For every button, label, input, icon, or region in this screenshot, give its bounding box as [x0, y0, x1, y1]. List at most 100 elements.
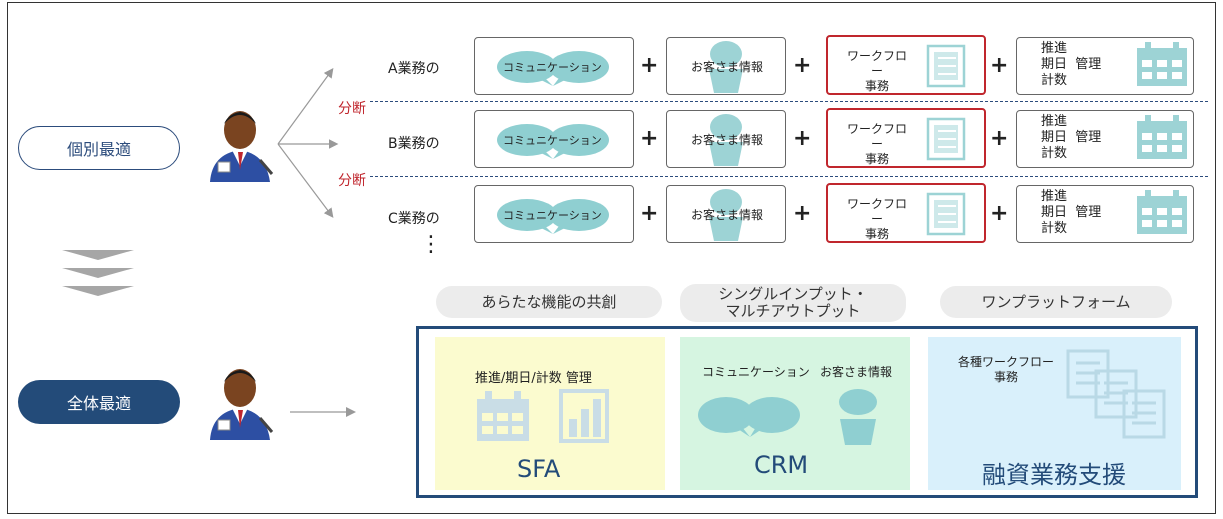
speech-bubble-icon [698, 397, 800, 437]
person-silhouette-icon [839, 389, 877, 445]
workflow-box: ワークフロー 事務 [826, 35, 986, 95]
progress-manage-text: 管理 [1075, 205, 1102, 220]
plus-sign: + [640, 53, 659, 78]
progress-label: 推進 期日 管理 計数 [1041, 114, 1101, 162]
document-stack-icon [1066, 349, 1166, 439]
individual-optimization-label: 個別最適 [66, 140, 131, 159]
communication-label: コミュニケーション [503, 61, 602, 74]
workflow-box: ワークフロー 事務 [826, 183, 986, 243]
businessman-icon [210, 369, 274, 440]
plus-sign: + [640, 201, 659, 226]
split-label: 分断 [338, 101, 366, 117]
workflow-label: ワークフロー 事務 [842, 122, 912, 167]
person-silhouette-icon [709, 189, 743, 241]
workflow-box: ワークフロー 事務 [826, 108, 986, 168]
progress-line2: 期日 管理 [1041, 57, 1101, 73]
progress-box: 推進 期日 管理 計数 [1016, 110, 1194, 168]
progress-label: 推進 期日 管理 計数 [1041, 41, 1101, 89]
progress-line3: 計数 [1041, 221, 1068, 236]
sfa-subtitle: 推進/期日/計数 管理 [475, 371, 592, 386]
row-label-b: B業務の [388, 136, 440, 152]
split-line [370, 176, 1208, 177]
customer-info-label: お客さま情報 [691, 208, 764, 222]
chevron-down-icon [62, 286, 134, 296]
communication-label: コミュニケーション [503, 134, 602, 147]
speech-bubble-icon [497, 124, 609, 159]
customer-info-label: お客さま情報 [691, 133, 764, 147]
plus-sign: + [990, 53, 1009, 78]
customer-info-label: お客さま情報 [691, 60, 764, 74]
overall-optimization-pill: 全体最適 [18, 380, 180, 424]
workflow-line1: ワークフロー [846, 197, 907, 226]
crm-title: CRM [754, 451, 809, 479]
crm-subtitle-customer: お客さま情報 [820, 365, 893, 379]
customer-info-box: お客さま情報 [666, 37, 786, 95]
split-line [370, 101, 1208, 102]
caption-single-input: シングルインプット・ マルチアウトプット [680, 284, 906, 322]
caption-single-input-line2: マルチアウトプット [725, 302, 861, 320]
ellipsis: ⋮ [420, 232, 442, 257]
customer-info-box: お客さま情報 [666, 185, 786, 243]
diagram-frame [7, 2, 1216, 514]
loan-subtitle: 各種ワークフロー 事務 [958, 355, 1054, 385]
row-label-a: A業務の [388, 61, 440, 77]
overall-optimization-label: 全体最適 [66, 394, 131, 413]
workflow-line2: 事務 [864, 79, 889, 93]
arrow-right-icon [290, 407, 356, 417]
crm-subtitle-communication: コミュニケーション [702, 365, 810, 379]
plus-sign: + [640, 126, 659, 151]
progress-box: 推進 期日 管理 計数 [1016, 37, 1194, 95]
progress-line2-text: 期日 [1041, 205, 1068, 220]
workflow-line2: 事務 [864, 152, 889, 166]
bar-chart-icon [559, 389, 609, 443]
loan-support-panel: 各種ワークフロー 事務 融資業務支援 [928, 337, 1181, 490]
progress-manage-text: 管理 [1075, 57, 1102, 72]
progress-line2: 期日 管理 [1041, 130, 1101, 146]
checklist-icon [926, 192, 966, 236]
loan-subtitle-line2: 事務 [994, 370, 1019, 384]
integrated-system-frame [416, 326, 1198, 498]
plus-sign: + [793, 53, 812, 78]
communication-box: コミュニケーション [474, 110, 634, 168]
sfa-panel: 推進/期日/計数 管理 SFA [435, 337, 665, 490]
progress-manage-text: 管理 [1075, 130, 1102, 145]
person-silhouette-icon [709, 41, 743, 93]
plus-sign: + [793, 201, 812, 226]
workflow-line2: 事務 [864, 227, 889, 241]
progress-line2: 期日 管理 [1041, 205, 1101, 221]
checklist-icon [926, 117, 966, 161]
calendar-icon [1137, 190, 1187, 234]
calendar-icon [1137, 42, 1187, 86]
person-silhouette-icon [709, 114, 743, 166]
customer-info-box: お客さま情報 [666, 110, 786, 168]
loan-title: 融資業務支援 [982, 461, 1126, 489]
progress-line1: 推進 [1041, 114, 1068, 129]
calendar-icon [477, 391, 529, 441]
workflow-line1: ワークフロー [846, 49, 907, 78]
progress-box: 推進 期日 管理 計数 [1016, 185, 1194, 243]
communication-box: コミュニケーション [474, 37, 634, 95]
loan-subtitle-line1: 各種ワークフロー [958, 355, 1055, 369]
speech-bubble-icon [497, 51, 609, 86]
crm-panel: コミュニケーション お客さま情報 CRM [680, 337, 910, 490]
chevron-down-icon [62, 268, 134, 278]
calendar-icon [1137, 115, 1187, 159]
progress-line3: 計数 [1041, 146, 1068, 161]
workflow-line1: ワークフロー [846, 122, 907, 151]
checklist-icon [926, 44, 966, 88]
plus-sign: + [793, 126, 812, 151]
plus-sign: + [990, 126, 1009, 151]
progress-line1: 推進 [1041, 41, 1068, 56]
branch-arrows [277, 68, 339, 218]
progress-label: 推進 期日 管理 計数 [1041, 189, 1101, 237]
sfa-title: SFA [517, 455, 561, 483]
communication-box: コミュニケーション [474, 185, 634, 243]
caption-one-platform: ワンプラットフォーム [940, 286, 1172, 318]
speech-bubble-icon [497, 199, 609, 234]
caption-single-input-line1: シングルインプット・ [718, 285, 868, 303]
chevron-down-icon [62, 250, 134, 260]
workflow-label: ワークフロー 事務 [842, 197, 912, 242]
workflow-label: ワークフロー 事務 [842, 49, 912, 94]
progress-line2-text: 期日 [1041, 130, 1068, 145]
progress-line2-text: 期日 [1041, 57, 1068, 72]
